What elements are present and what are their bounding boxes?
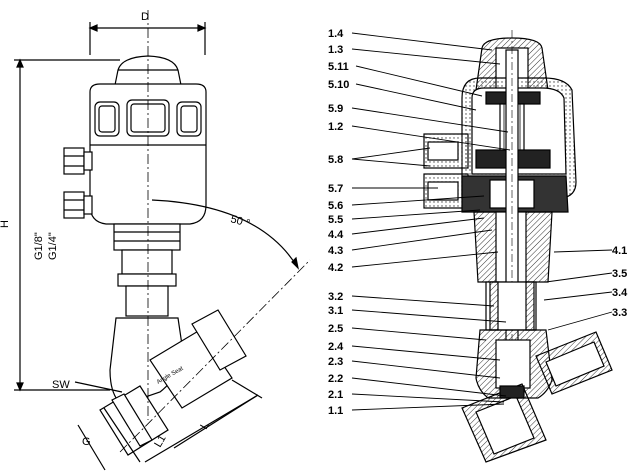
callout-label: 4.1 — [612, 245, 627, 257]
dim-label-l1: L1 — [152, 433, 169, 450]
dimension-g — [77, 407, 141, 471]
callout-label: 5.8 — [328, 154, 343, 166]
dim-label-angle: 50 ° — [229, 213, 251, 230]
callout-leaders — [351, 32, 613, 411]
dimension-l — [144, 379, 263, 463]
callout-label: 2.2 — [328, 373, 343, 385]
callout-label: 5.7 — [328, 183, 343, 195]
dim-label-l: L — [198, 420, 211, 431]
pilot-port-lower — [63, 191, 93, 219]
left-external-view: Angle Seat — [14, 10, 311, 471]
callout-label: 3.3 — [612, 307, 627, 319]
callout-label: 2.5 — [328, 323, 343, 335]
dimension-h — [14, 58, 120, 392]
callout-label: 2.1 — [328, 389, 343, 401]
callout-label: 5.9 — [328, 103, 343, 115]
dimension-d — [88, 22, 207, 55]
callout-label: 1.1 — [328, 405, 343, 417]
right-section-view — [423, 30, 613, 463]
callout-label: 5.5 — [328, 214, 343, 226]
dim-label-sw: SW — [52, 379, 70, 391]
callout-label: 4.2 — [328, 262, 343, 274]
callouts-left: 1.4 1.3 5.11 5.10 5.9 1.2 5.8 5.7 5.6 5.… — [328, 28, 349, 417]
callout-label: 3.2 — [328, 291, 343, 303]
callout-label: 4.3 — [328, 245, 343, 257]
bonnet-neck — [113, 223, 181, 251]
callout-label: 3.5 — [612, 268, 627, 280]
callout-label: 3.4 — [612, 287, 628, 299]
sw-leader — [74, 381, 123, 393]
angle-arc — [151, 199, 299, 269]
callout-label: 4.4 — [328, 229, 344, 241]
callout-label: 1.3 — [328, 44, 343, 56]
callout-label: 5.6 — [328, 200, 343, 212]
callout-label: 5.10 — [328, 79, 349, 91]
dim-label-d: D — [141, 11, 149, 23]
dim-label-h: H — [0, 220, 11, 228]
callout-label: 1.2 — [328, 121, 343, 133]
callouts-right: 4.1 3.5 3.4 3.3 — [612, 245, 628, 319]
dim-label-g: G — [82, 436, 91, 448]
dim-label-port-2: G1/4" — [47, 232, 59, 260]
callout-label: 1.4 — [328, 28, 344, 40]
callout-label: 3.1 — [328, 305, 343, 317]
hex-nut — [117, 273, 177, 287]
pilot-port-upper — [63, 147, 93, 175]
callout-label: 5.11 — [328, 61, 349, 73]
callout-label: 2.4 — [328, 341, 344, 353]
dim-label-port-1: G1/8" — [33, 232, 45, 260]
callout-label: 2.3 — [328, 356, 343, 368]
